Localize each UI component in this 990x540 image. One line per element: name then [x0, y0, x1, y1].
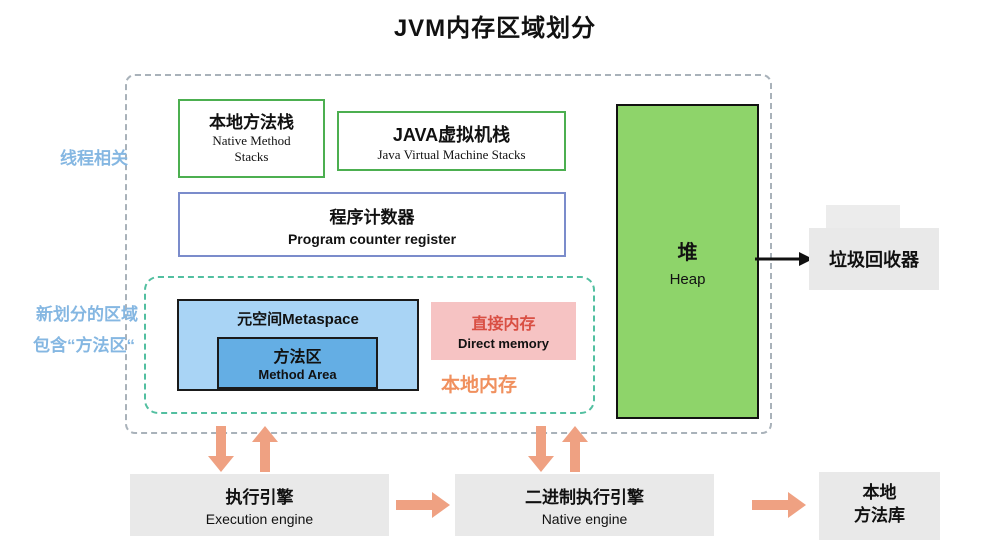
- native-method-stacks-subtitle-line2: Stacks: [234, 149, 269, 165]
- heap-box: 堆 Heap: [616, 104, 759, 419]
- method-area-title: 方法区: [273, 349, 322, 366]
- native-method-library-box: 本地 方法库: [819, 472, 940, 540]
- garbage-collector-box: 垃圾回收器: [809, 228, 939, 290]
- program-counter-register-box: 程序计数器 Program counter register: [178, 192, 566, 257]
- native-method-stacks-subtitle-line1: Native Method: [212, 133, 291, 148]
- method-area-box: 方法区 Method Area: [217, 337, 378, 389]
- right-arrow-icon: [752, 492, 806, 518]
- native-engine-subtitle: Native engine: [541, 511, 628, 527]
- native-memory-label: 本地内存: [441, 375, 518, 396]
- execution-engine-subtitle: Execution engine: [205, 511, 314, 527]
- jvm-stacks-title: JAVA虚拟机栈: [392, 125, 511, 145]
- direct-memory-box: 直接内存 Direct memory: [431, 302, 576, 360]
- native-memory-dashed-container: [144, 276, 595, 414]
- jvm-stacks-subtitle: Java Virtual Machine Stacks: [377, 147, 526, 162]
- new-region-label-line2: 包含“方法区“: [33, 336, 135, 355]
- down-arrow-icon: [208, 426, 234, 472]
- heap-subtitle: Heap: [669, 270, 706, 288]
- runtime-data-area-dashed-container: [125, 74, 772, 434]
- thread-related-label: 线程相关: [60, 149, 128, 168]
- down-arrow-icon: [528, 426, 554, 472]
- native-method-stacks-box: 本地方法栈 Native Method Stacks: [178, 99, 325, 178]
- heap-title: 堆: [677, 241, 698, 264]
- native-engine-title: 二进制执行引擎: [525, 488, 644, 507]
- direct-memory-subtitle: Direct memory: [457, 336, 550, 351]
- right-arrow-icon: [396, 492, 450, 518]
- direct-memory-title: 直接内存: [471, 316, 536, 333]
- up-arrow-icon: [252, 426, 278, 472]
- native-method-stacks-title: 本地方法栈: [209, 113, 294, 132]
- native-method-library-line1: 本地: [862, 483, 897, 502]
- metaspace-title: 元空间Metaspace: [237, 311, 359, 328]
- execution-engine-title: 执行引擎: [225, 488, 294, 507]
- heap-to-gc-arrow-icon: [755, 248, 813, 270]
- garbage-collector-title: 垃圾回收器: [829, 250, 919, 270]
- native-method-library-line2: 方法库: [854, 505, 905, 525]
- diagram-title: JVM内存区域划分: [393, 15, 597, 42]
- execution-engine-box: 执行引擎 Execution engine: [130, 474, 389, 536]
- method-area-subtitle: Method Area: [258, 367, 337, 382]
- up-arrow-icon: [562, 426, 588, 472]
- new-region-label-line1: 新划分的区域: [36, 305, 138, 324]
- program-counter-title: 程序计数器: [329, 208, 415, 227]
- jvm-stacks-box: JAVA虚拟机栈 Java Virtual Machine Stacks: [337, 111, 566, 171]
- program-counter-subtitle: Program counter register: [287, 231, 457, 247]
- native-engine-box: 二进制执行引擎 Native engine: [455, 474, 714, 536]
